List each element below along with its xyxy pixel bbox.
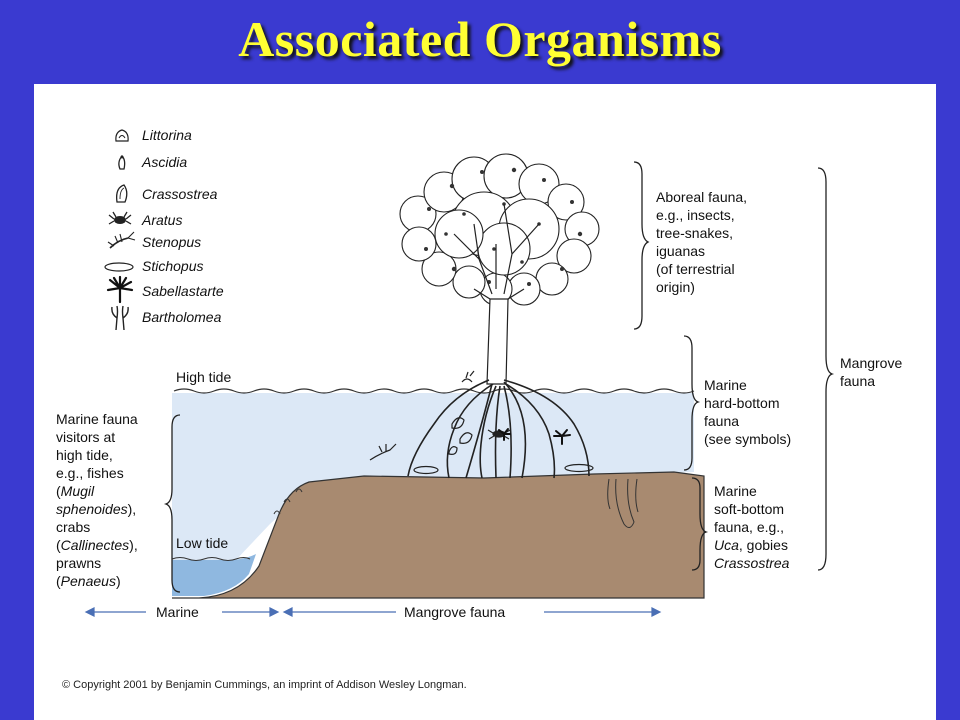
low-tide-surface [171, 557, 251, 561]
mangrove-fauna-label: Mangrove fauna [840, 355, 902, 389]
copyright-notice: © Copyright 2001 by Benjamin Cummings, a… [62, 679, 467, 691]
legend-label-stichopus: Stichopus [142, 258, 203, 274]
visitors-line-2: visitors at [56, 429, 115, 445]
visitors-line-6: sphenoides), [56, 501, 136, 517]
visitors-line-10: (Penaeus) [56, 573, 121, 589]
soft-bottom-line-3: fauna, e.g., [714, 519, 784, 535]
legend-label-sabellastarte: Sabellastarte [142, 283, 224, 299]
mangrove-range-label: Mangrove fauna [404, 604, 505, 620]
arboreal-line-6: origin) [656, 279, 695, 295]
arboreal-line-3: tree-snakes, [656, 225, 733, 241]
arboreal-line-4: iguanas [656, 243, 705, 259]
visitors-callinectes: Callinectes [61, 537, 129, 553]
hard-bottom-line-1: Marine [704, 377, 747, 393]
visitors-line-4: e.g., fishes [56, 465, 124, 481]
low-tide-label: Low tide [176, 535, 228, 551]
mangrove-tree [399, 153, 600, 479]
visitors-call-tail: ), [129, 537, 138, 553]
slide-title: Associated Organisms [238, 11, 722, 67]
visitors-paren-1: ( [56, 483, 61, 499]
arboreal-line-5: (of terrestrial [656, 261, 735, 277]
legend-label-littorina: Littorina [142, 127, 192, 143]
mangrove-fauna-line-1: Mangrove [840, 355, 902, 371]
fan-worms-on-roots [498, 428, 571, 445]
visitors-paren-3: ( [56, 573, 61, 589]
hard-bottom-line-4: (see symbols) [704, 431, 791, 447]
mangrove-fauna-line-2: fauna [840, 373, 875, 389]
visitors-line-3: high tide, [56, 447, 113, 463]
oyster-icon [116, 184, 128, 203]
legend-label-aratus: Aratus [141, 212, 182, 228]
visitors-label: Marine fauna visitors at high tide, e.g.… [56, 411, 138, 589]
range-arrows [84, 607, 662, 617]
sediment-bottom [172, 471, 705, 599]
high-tide-label: High tide [176, 369, 231, 385]
arboreal-line-2: e.g., insects, [656, 207, 735, 223]
diagram-panel: Littorina Ascidia Crassostrea Aratus Ste… [34, 84, 936, 720]
fan-worm-icon [106, 275, 134, 304]
hard-bottom-line-2: hard-bottom [704, 395, 779, 411]
soft-bottom-line-5: Crassostrea [714, 555, 790, 571]
crab-icon [108, 211, 132, 225]
visitors-pen-tail: ) [116, 573, 121, 589]
brackets [163, 161, 835, 593]
visitors-penaeus: Penaeus [61, 573, 116, 589]
hard-bottom-label: Marine hard-bottom fauna (see symbols) [704, 377, 791, 447]
soft-bottom-uca: Uca [714, 537, 739, 553]
arboreal-line-1: Aboreal fauna, [656, 189, 747, 205]
legend-label-crassostrea: Crassostrea [142, 186, 218, 202]
burrows [273, 478, 639, 528]
soft-bottom-line-2: soft-bottom [714, 501, 784, 517]
soft-bottom-line-1: Marine [714, 483, 757, 499]
visitors-line-1: Marine fauna [56, 411, 138, 427]
soft-bottom-label: Marine soft-bottom fauna, e.g., Uca, gob… [714, 483, 790, 571]
legend-label-ascidia: Ascidia [141, 154, 187, 170]
visitors-line-8: (Callinectes), [56, 537, 138, 553]
visitors-sphenoides: sphenoides [56, 501, 128, 517]
legend [104, 129, 136, 331]
legend-labels: Littorina Ascidia Crassostrea Aratus Ste… [141, 127, 224, 325]
visitors-sph-tail: ), [128, 501, 137, 517]
visitors-line-9: prawns [56, 555, 101, 571]
visitors-mugil: Mugil [61, 483, 95, 499]
mangrove-diagram: Littorina Ascidia Crassostrea Aratus Ste… [56, 127, 902, 691]
soft-bottom-line-4: Uca, gobies [714, 537, 788, 553]
high-tide-surface [173, 388, 695, 394]
arboreal-label: Aboreal fauna, e.g., insects, tree-snake… [656, 189, 747, 295]
marine-range-label: Marine [156, 604, 199, 620]
soft-bottom-gobies: , gobies [739, 537, 788, 553]
shrimp-icon [107, 231, 136, 249]
snail-icon [115, 129, 129, 142]
sea-cucumber-icon [104, 262, 134, 272]
visitors-line-7: crabs [56, 519, 90, 535]
legend-label-stenopus: Stenopus [142, 234, 201, 250]
visitors-line-5: (Mugil [56, 483, 95, 499]
legend-label-bartholomea: Bartholomea [142, 309, 222, 325]
hard-bottom-line-3: fauna [704, 413, 739, 429]
ascidian-icon [118, 155, 126, 170]
visitors-paren-2: ( [56, 537, 61, 553]
low-tide-water [172, 554, 256, 596]
anemone-icon [111, 305, 129, 331]
